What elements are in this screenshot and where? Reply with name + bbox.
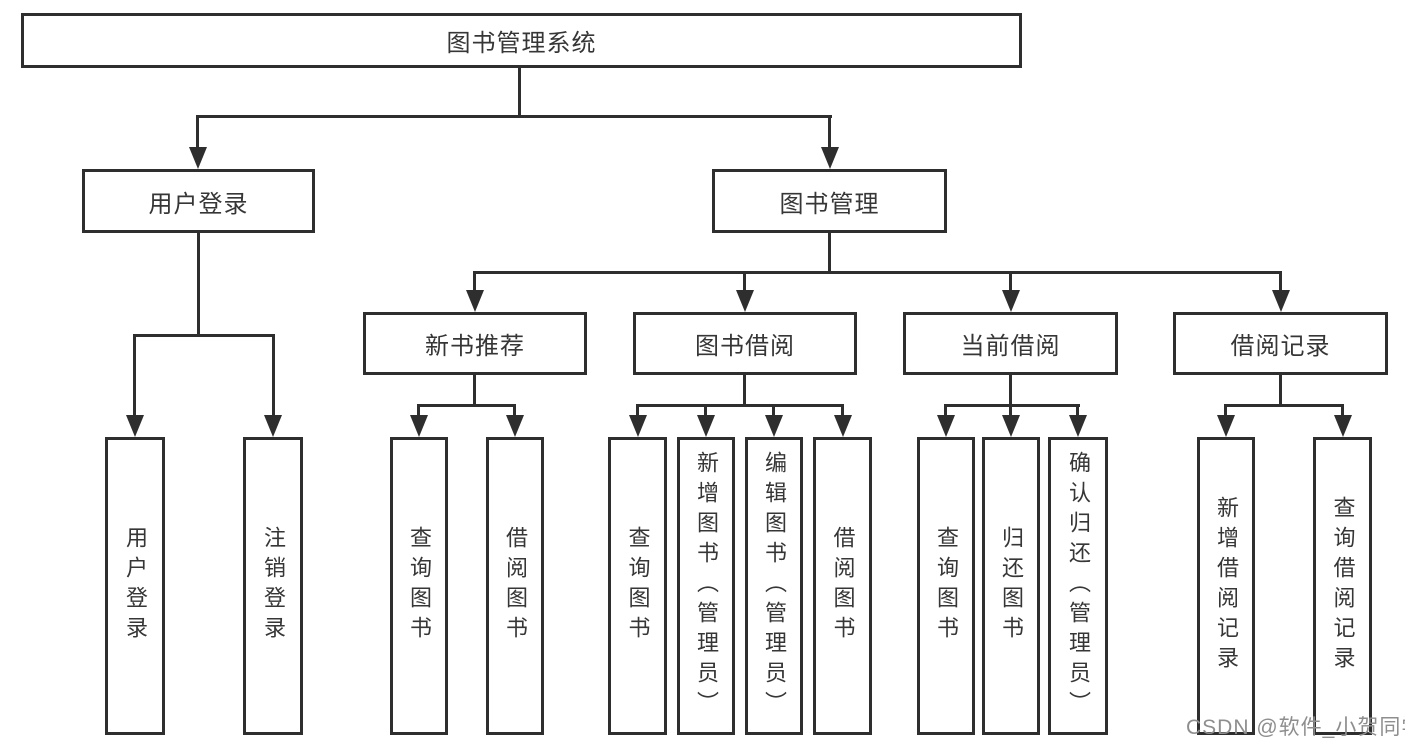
leaf-current-query-books-label: 查询图书 — [934, 526, 959, 646]
leaf-user-login: 用户登录 — [105, 437, 165, 735]
leaf-recommend-borrow-books: 借阅图书 — [486, 437, 544, 735]
connector-line — [133, 334, 136, 417]
connector-line — [197, 233, 200, 337]
connector-line — [1341, 404, 1344, 418]
leaf-recommend-query-books: 查询图书 — [390, 437, 448, 735]
arrow-down-icon — [629, 415, 647, 437]
leaf-current-confirm-return-admin-label: 确认归还（管理员） — [1066, 451, 1091, 721]
leaf-logout-label: 注销登录 — [261, 526, 286, 646]
connector-line — [944, 404, 1080, 407]
node-new-book-recommend-label: 新书推荐 — [425, 333, 525, 360]
arrow-down-icon — [1002, 415, 1020, 437]
arrow-down-icon — [1272, 290, 1290, 312]
leaf-borrow-edit-books-admin-label: 编辑图书（管理员） — [762, 451, 787, 721]
arrow-down-icon — [736, 290, 754, 312]
connector-line — [473, 271, 476, 292]
leaf-recommend-query-books-label: 查询图书 — [407, 526, 432, 646]
leaf-borrow-add-books-admin-label: 新增图书（管理员） — [694, 451, 719, 721]
connector-line — [513, 404, 516, 418]
node-user-login-label: 用户登录 — [148, 190, 249, 218]
leaf-records-query-record: 查询借阅记录 — [1313, 437, 1372, 735]
connector-line — [828, 233, 831, 274]
node-new-book-recommend: 新书推荐 — [363, 312, 587, 375]
arrow-down-icon — [410, 415, 428, 437]
connector-line — [841, 404, 844, 418]
connector-line — [196, 115, 199, 149]
leaf-current-query-books: 查询图书 — [917, 437, 975, 735]
connector-line — [133, 334, 275, 337]
leaf-logout: 注销登录 — [243, 437, 303, 735]
connector-line — [473, 375, 476, 407]
leaf-recommend-borrow-books-label: 借阅图书 — [503, 526, 528, 646]
node-library-system-label: 图书管理系统 — [446, 30, 597, 57]
connector-line — [1076, 404, 1079, 418]
connector-line — [1279, 375, 1282, 407]
node-book-management: 图书管理 — [712, 169, 947, 233]
leaf-records-query-record-label: 查询借阅记录 — [1330, 496, 1356, 676]
leaf-current-return-books-label: 归还图书 — [999, 526, 1024, 646]
leaf-borrow-edit-books-admin: 编辑图书（管理员） — [745, 437, 803, 735]
leaf-borrow-add-books-admin: 新增图书（管理员） — [677, 437, 735, 735]
leaf-current-return-books: 归还图书 — [982, 437, 1040, 735]
connector-line — [828, 115, 831, 149]
node-current-borrow: 当前借阅 — [903, 312, 1118, 375]
node-book-management-label: 图书管理 — [779, 190, 880, 218]
connector-line — [1009, 375, 1012, 407]
connector-line — [1009, 404, 1012, 418]
arrow-down-icon — [834, 415, 852, 437]
leaf-borrow-borrow-books: 借阅图书 — [813, 437, 872, 735]
arrow-down-icon — [765, 415, 783, 437]
node-user-login: 用户登录 — [82, 169, 315, 233]
csdn-watermark: CSDN @软件_小贺同学 — [1186, 716, 1405, 739]
node-book-borrow-label: 图书借阅 — [695, 333, 795, 360]
connector-line — [417, 404, 420, 418]
connector-line — [473, 271, 1282, 274]
leaf-borrow-query-books-label: 查询图书 — [625, 526, 651, 646]
connector-line — [636, 404, 844, 407]
connector-line — [944, 404, 947, 418]
arrow-down-icon — [1334, 415, 1352, 437]
connector-line — [1279, 271, 1282, 292]
connector-line — [196, 115, 832, 118]
leaf-user-login-label: 用户登录 — [123, 526, 148, 646]
connector-line — [743, 271, 746, 292]
connector-line — [1224, 404, 1227, 418]
arrow-down-icon — [937, 415, 955, 437]
arrow-down-icon — [1002, 290, 1020, 312]
leaf-records-add-record: 新增借阅记录 — [1197, 437, 1255, 735]
connector-line — [772, 404, 775, 418]
leaf-borrow-borrow-books-label: 借阅图书 — [830, 526, 856, 646]
arrow-down-icon — [264, 415, 282, 437]
arrow-down-icon — [189, 147, 207, 169]
connector-line — [518, 68, 521, 118]
arrow-down-icon — [1069, 415, 1087, 437]
connector-line — [272, 334, 275, 417]
connector-line — [1224, 404, 1344, 407]
leaf-records-add-record-label: 新增借阅记录 — [1214, 496, 1239, 676]
leaf-borrow-query-books: 查询图书 — [608, 437, 667, 735]
arrow-down-icon — [821, 147, 839, 169]
arrow-down-icon — [697, 415, 715, 437]
node-current-borrow-label: 当前借阅 — [960, 333, 1061, 360]
connector-line — [704, 404, 707, 418]
node-borrow-records: 借阅记录 — [1173, 312, 1388, 375]
connector-line — [743, 375, 746, 407]
arrow-down-icon — [506, 415, 524, 437]
connector-line — [417, 404, 516, 407]
node-library-system: 图书管理系统 — [21, 13, 1022, 68]
arrow-down-icon — [126, 415, 144, 437]
leaf-current-confirm-return-admin: 确认归还（管理员） — [1048, 437, 1108, 735]
connector-line — [636, 404, 639, 418]
node-book-borrow: 图书借阅 — [633, 312, 857, 375]
connector-line — [1009, 271, 1012, 292]
arrow-down-icon — [1217, 415, 1235, 437]
arrow-down-icon — [466, 290, 484, 312]
node-borrow-records-label: 借阅记录 — [1230, 333, 1331, 360]
